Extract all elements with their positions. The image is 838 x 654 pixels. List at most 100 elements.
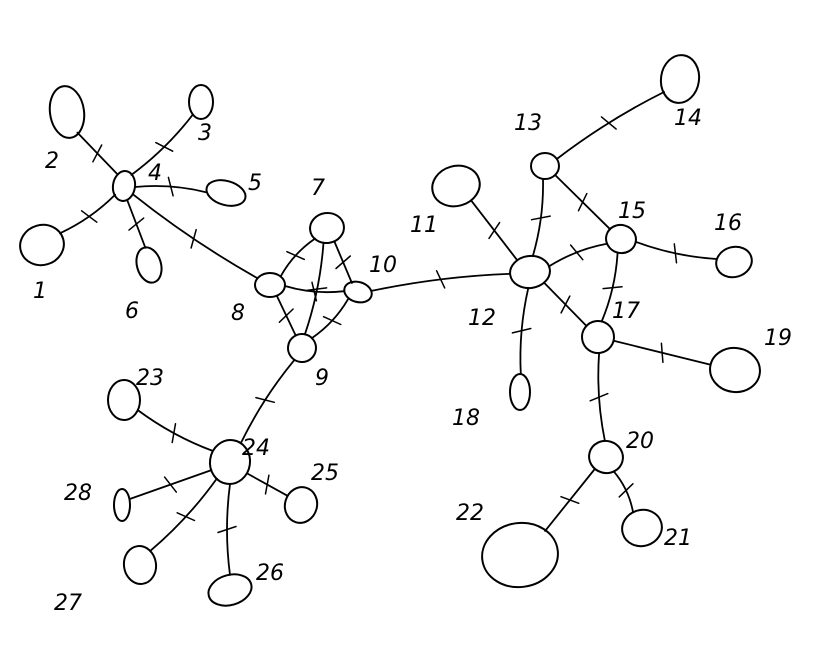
tick-marks-layer [80,116,678,534]
node-label-21: 21 [664,526,692,551]
node-15 [605,223,637,255]
node-label-2: 2 [45,149,59,174]
node-7 [309,211,345,245]
node-label-19: 19 [764,326,792,351]
edge-tick-4-2 [92,144,103,163]
edge-tick-4-8 [190,228,197,249]
node-25 [283,486,319,524]
node-label-13: 13 [514,111,542,136]
edge-tick-12-13 [530,215,551,221]
nodes-layer [19,54,761,607]
node-label-18: 18 [452,406,480,431]
edge-13-14 [555,91,665,160]
node-1 [19,223,65,267]
edge-tick-15-16 [673,243,678,264]
edge-tick-12-11 [488,221,501,240]
edge-tick-8-9 [278,308,294,323]
node-4 [111,170,137,202]
edge-9-10 [311,298,349,339]
node-24 [208,439,252,485]
edge-4-3 [130,113,194,176]
node-13 [530,152,560,180]
node-label-12: 12 [468,306,496,331]
node-label-16: 16 [714,211,742,236]
edge-tick-13-15 [577,192,588,212]
node-label-26: 26 [256,561,284,586]
node-label-25: 25 [311,461,339,486]
node-label-5: 5 [248,171,262,196]
node-label-8: 8 [231,301,245,326]
edge-tick-24-26 [217,525,237,534]
node-label-3: 3 [198,121,212,146]
node-14 [659,54,701,104]
edge-tick-4-3 [155,141,174,152]
node-28 [113,488,131,522]
edge-tick-12-17 [560,295,571,314]
edge-tick-10-12 [435,270,446,289]
edge-4-8 [132,193,259,280]
node-3 [188,84,214,120]
edge-24-27 [149,477,218,552]
edge-tick-13-14 [600,116,617,130]
edge-9-24 [239,358,296,445]
node-6 [135,246,163,284]
node-17 [581,320,615,354]
node-18 [509,373,531,411]
edge-tick-8-10 [311,281,318,302]
node-9 [287,333,317,363]
edge-tick-12-15 [569,244,584,261]
edge-tick-20-21 [618,483,634,498]
edge-8-7 [279,237,316,278]
node-8 [254,272,286,298]
edge-12-15 [547,242,608,268]
node-label-24: 24 [242,436,270,461]
node-20 [588,439,624,475]
edge-tick-24-28 [163,476,178,493]
edge-20-21 [612,470,634,513]
node-label-11: 11 [410,213,438,238]
node-22 [481,521,559,589]
node-label-14: 14 [674,106,702,131]
edge-tick-7-9 [306,287,328,291]
node-23 [107,379,141,421]
node-label-9: 9 [315,366,329,391]
edge-tick-15-17 [602,286,623,290]
node-label-7: 7 [311,176,325,201]
node-27 [122,545,158,585]
edge-tick-7-10 [335,255,352,270]
edge-tick-8-7 [286,250,306,261]
node-2 [48,85,86,139]
node-21 [621,508,663,548]
node-5 [205,179,247,207]
node-label-17: 17 [612,299,640,324]
node-26 [207,573,253,607]
node-10 [343,280,373,304]
node-label-23: 23 [136,366,164,391]
edge-tick-9-24 [255,396,276,404]
edge-24-23 [136,409,214,452]
edge-tick-17-19 [660,342,664,364]
node-11 [431,164,481,208]
edge-tick-12-18 [511,327,532,334]
edge-tick-9-10 [322,315,342,326]
node-label-10: 10 [369,253,397,278]
node-label-1: 1 [33,279,47,304]
node-label-15: 15 [618,199,646,224]
node-19 [709,346,761,394]
edge-tick-4-6 [128,217,145,231]
edge-tick-20-22 [560,495,580,505]
node-12 [509,254,551,290]
edge-tick-24-25 [264,474,270,495]
edge-tick-4-5 [167,176,174,197]
node-label-20: 20 [626,429,654,454]
node-label-6: 6 [125,299,139,324]
node-label-27: 27 [54,591,82,616]
node-label-22: 22 [456,501,484,526]
node-label-4: 4 [148,161,162,186]
edge-tick-24-23 [171,423,177,444]
edge-4-1 [59,193,116,235]
edge-tick-4-1 [80,210,98,223]
node-16 [715,245,753,279]
